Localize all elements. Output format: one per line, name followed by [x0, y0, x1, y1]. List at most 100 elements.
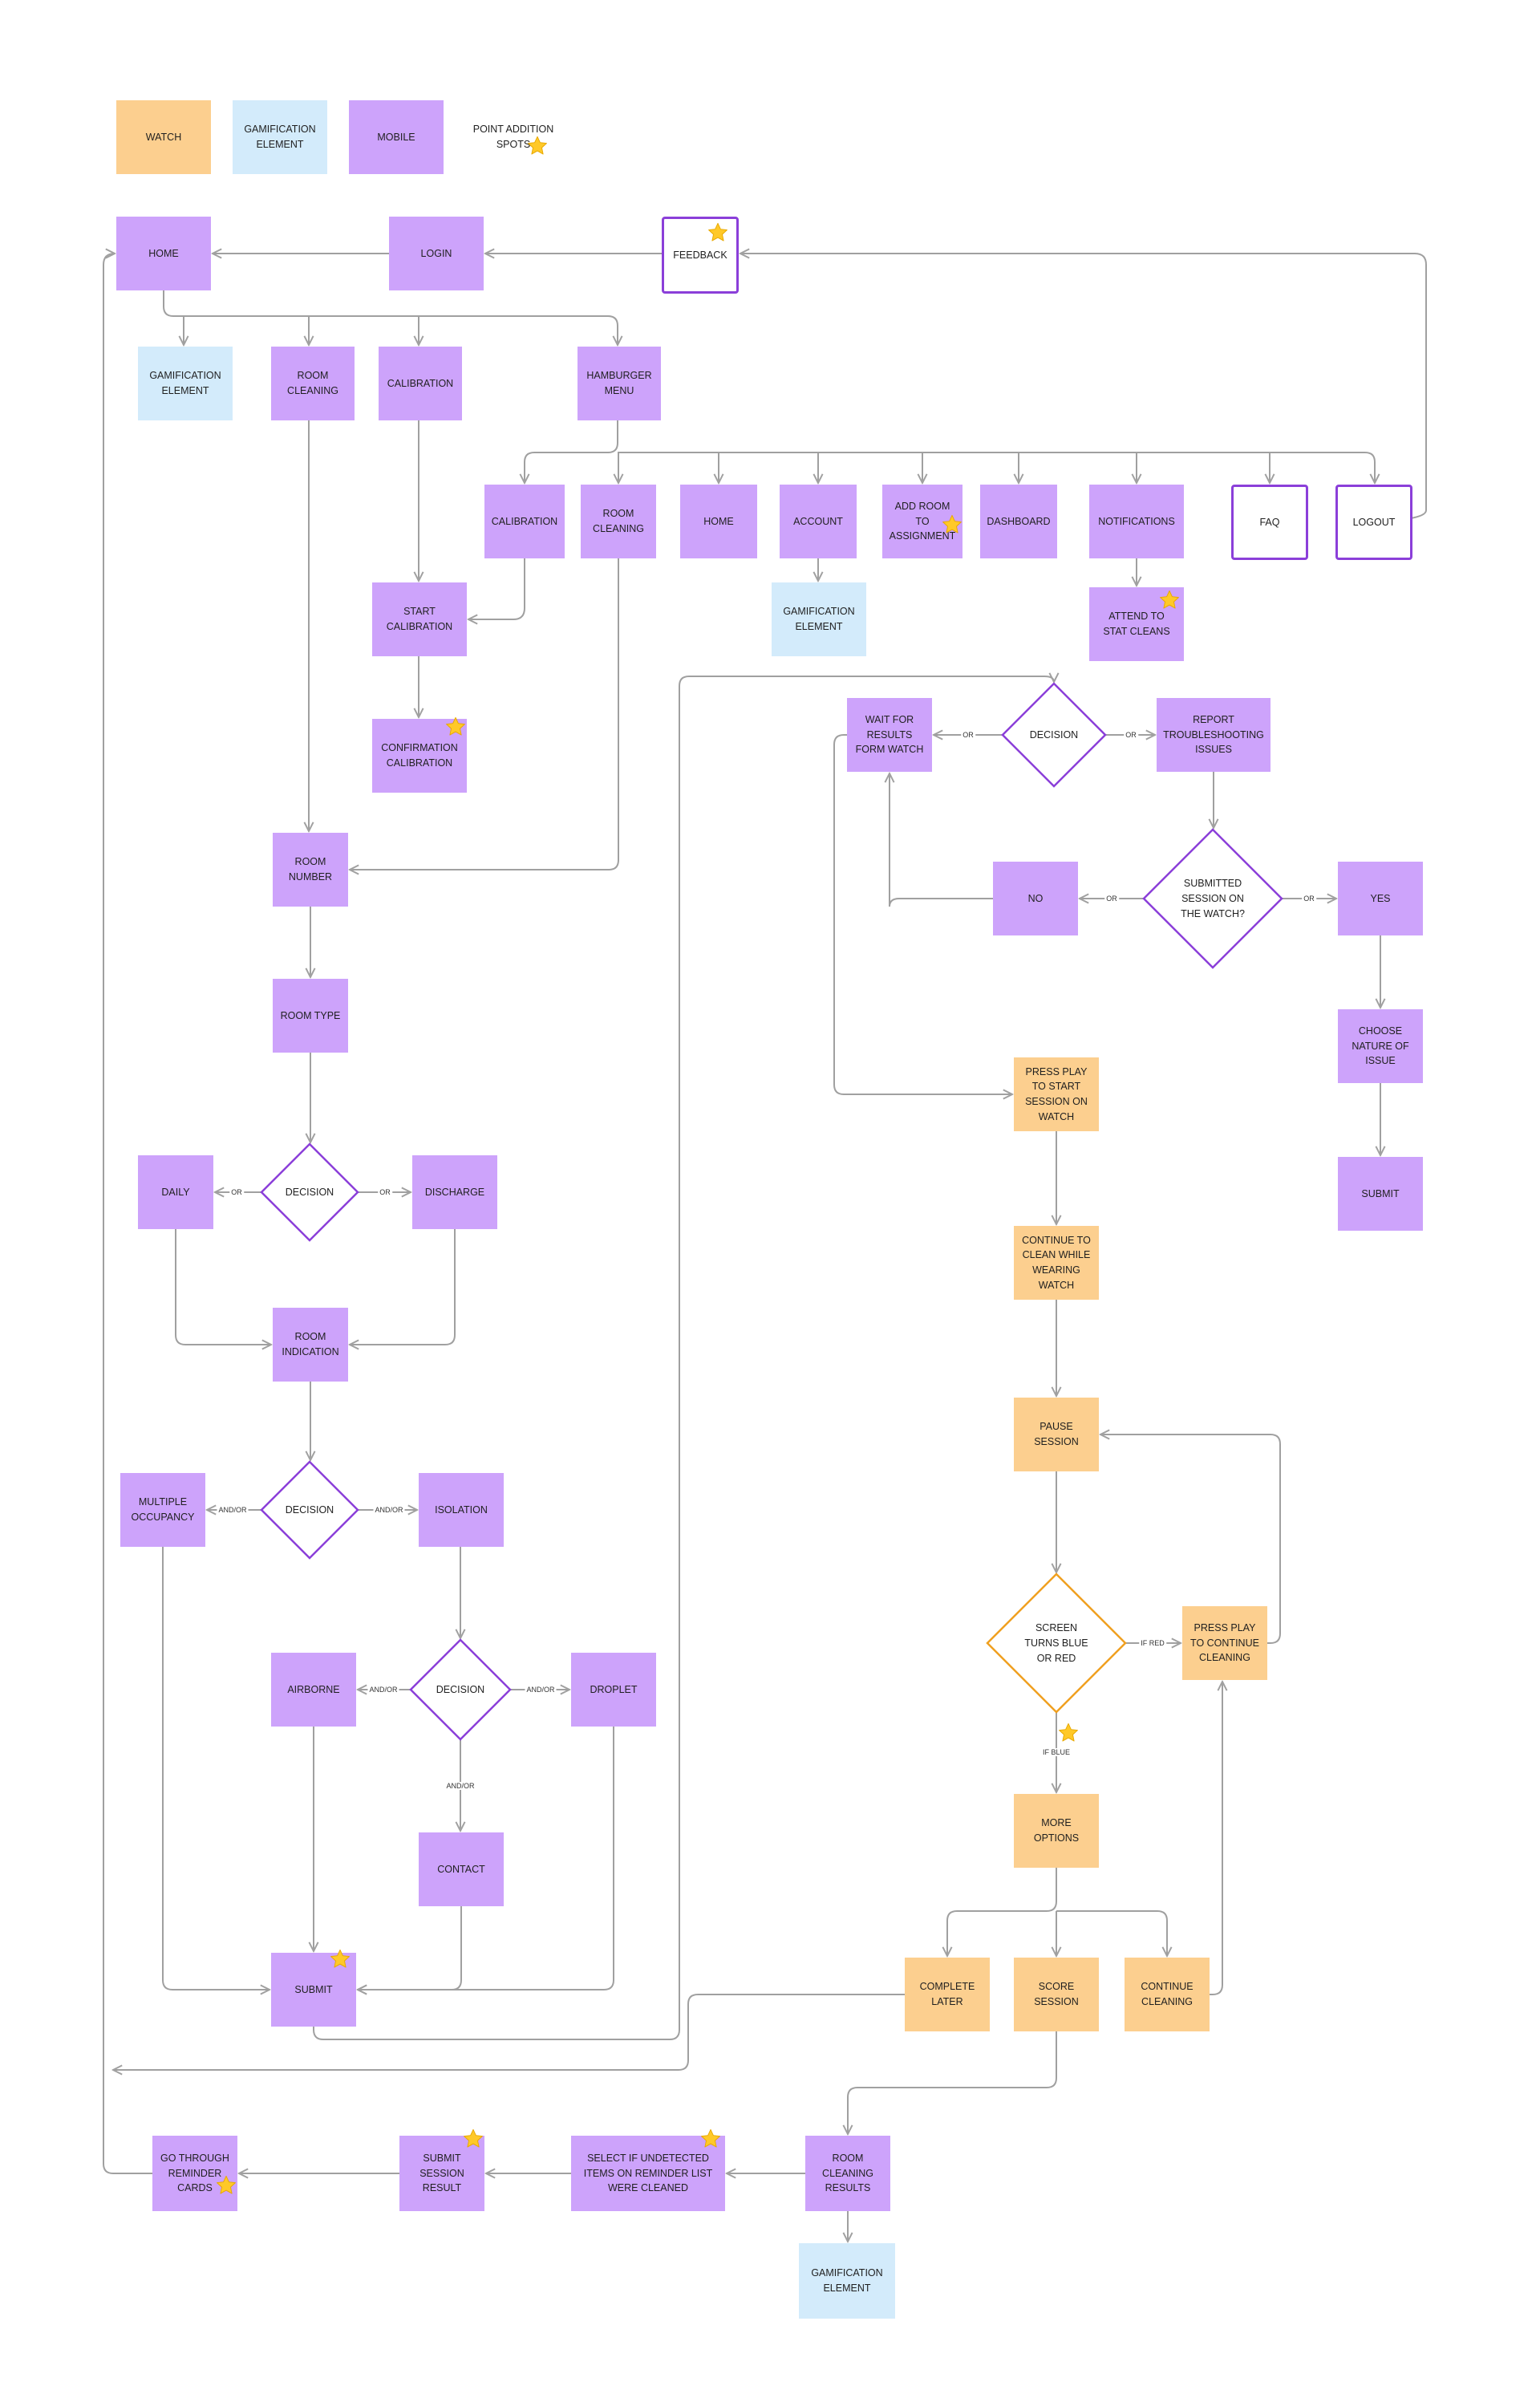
connector-arrow	[618, 452, 1375, 483]
legend-gamification-swatch: GAMIFICATION ELEMENT	[233, 100, 327, 174]
decision-2	[260, 1460, 359, 1560]
connector-arrow	[313, 676, 1054, 2040]
node-discharge: DISCHARGE	[412, 1155, 497, 1229]
node-gamification-2: GAMIFICATION ELEMENT	[772, 582, 866, 656]
edge-label-or: OR	[1104, 895, 1119, 903]
connector-arrow	[833, 734, 1012, 1094]
node-home: HOME	[116, 217, 211, 290]
decision-2-label: DECISION	[286, 1504, 334, 1516]
node-submit-2: SUBMIT	[1338, 1157, 1423, 1231]
node-press-play: PRESS PLAY TO START SESSION ON WATCH	[1014, 1057, 1099, 1131]
edge-label-or: OR	[961, 731, 975, 739]
decision-3	[409, 1638, 512, 1741]
node-gamification-3: GAMIFICATION ELEMENT	[799, 2243, 895, 2319]
node-contact: CONTACT	[419, 1832, 504, 1906]
node-menu-dashboard: DASHBOARD	[980, 485, 1057, 558]
node-continue-clean: CONTINUE TO CLEAN WHILE WEARING WATCH	[1014, 1226, 1099, 1300]
connector-arrow	[525, 420, 618, 483]
node-isolation: ISOLATION	[419, 1473, 504, 1547]
node-gamification-1: GAMIFICATION ELEMENT	[138, 347, 233, 420]
node-menu-calibration: CALIBRATION	[484, 485, 565, 558]
decision-4-label: DECISION	[1030, 729, 1078, 741]
node-wait-results: WAIT FOR RESULTS FORM WATCH	[847, 698, 932, 772]
star-icon	[526, 135, 549, 157]
decision-submitted	[1142, 828, 1283, 969]
connector-arrow	[1100, 1434, 1281, 1644]
connector-arrow	[163, 290, 618, 345]
node-yes: YES	[1338, 862, 1423, 935]
node-menu-account: ACCOUNT	[780, 485, 857, 558]
node-menu-room-cleaning: ROOM CLEANING	[581, 485, 656, 558]
edge-label-if-blue: IF BLUE	[1040, 1748, 1072, 1756]
connector-arrow	[890, 773, 993, 907]
connector-arrow	[1056, 1910, 1167, 1956]
edge-label-andor: AND/OR	[444, 1782, 476, 1790]
node-room-type: ROOM TYPE	[273, 979, 348, 1053]
decision-screen	[986, 1572, 1127, 1714]
decision-4	[1001, 682, 1107, 788]
node-complete-later: COMPLETE LATER	[905, 1958, 990, 2031]
node-login: LOGIN	[389, 217, 484, 290]
star-icon	[941, 513, 963, 536]
edge-label-or: OR	[229, 1188, 244, 1196]
connector-arrow	[358, 1906, 462, 1990]
decision-diamonds: DECISION DECISION DECISION DECISION SUBMITTE…	[260, 682, 1283, 1741]
connector-arrow	[350, 1229, 456, 1345]
connector-arrow	[468, 558, 525, 619]
edge-label-andor: AND/OR	[217, 1506, 249, 1514]
star-icon	[462, 2128, 484, 2150]
connector-arrow	[358, 1727, 614, 1990]
star-icon	[707, 221, 729, 244]
decision-3-label: DECISION	[436, 1684, 484, 1695]
node-pause-session: PAUSE SESSION	[1014, 1398, 1099, 1471]
legend-watch-swatch: WATCH	[116, 100, 211, 174]
edge-label-andor: AND/OR	[525, 1686, 557, 1694]
node-room-indication: ROOM INDICATION	[273, 1308, 348, 1382]
node-score-session: SCORE SESSION	[1014, 1958, 1099, 2031]
edge-label-andor: AND/OR	[373, 1506, 405, 1514]
decision-1	[260, 1142, 359, 1242]
node-choose-nature: CHOOSE NATURE OF ISSUE	[1338, 1009, 1423, 1083]
connector-arrow	[1210, 1682, 1222, 1995]
edge-label-or: OR	[1302, 895, 1316, 903]
node-menu-notifications: NOTIFICATIONS	[1089, 485, 1184, 558]
edge-label-or: OR	[378, 1188, 392, 1196]
node-reminder-cards: GO THROUGH REMINDER CARDS	[152, 2136, 237, 2211]
node-room-cleaning: ROOM CLEANING	[271, 347, 355, 420]
node-menu-home: HOME	[680, 485, 757, 558]
node-daily: DAILY	[138, 1155, 213, 1229]
edge-label-andor: AND/OR	[367, 1686, 399, 1694]
edge-label-if-red: IF RED	[1139, 1639, 1166, 1647]
connectors	[103, 254, 1427, 2242]
edge-label-or: OR	[1124, 731, 1138, 739]
decision-1-label: DECISION	[286, 1187, 334, 1198]
star-icon	[1057, 1722, 1080, 1744]
connector-arrow	[350, 558, 619, 870]
node-select-undetected: SELECT IF UNDETECTED ITEMS ON REMINDER L…	[571, 2136, 725, 2211]
node-submit-session-result: SUBMIT SESSION RESULT	[399, 2136, 484, 2211]
node-continue-cleaning: CONTINUE CLEANING	[1125, 1958, 1210, 2031]
node-press-continue: PRESS PLAY TO CONTINUE CLEANING	[1182, 1606, 1267, 1680]
connector-arrow	[740, 254, 1427, 522]
node-droplet: DROPLET	[571, 1653, 656, 1727]
node-airborne: AIRBORNE	[271, 1653, 356, 1727]
connector-arrow	[162, 1547, 270, 1990]
node-menu-faq: FAQ	[1231, 485, 1308, 560]
node-more-options: MORE OPTIONS	[1014, 1794, 1099, 1868]
node-feedback: FEEDBACK	[662, 217, 739, 294]
connector-arrow	[947, 1868, 1057, 1956]
node-start-calibration: START CALIBRATION	[372, 582, 467, 656]
node-no: NO	[993, 862, 1078, 935]
connector-arrow	[848, 2031, 1057, 2134]
legend-mobile-swatch: MOBILE	[349, 100, 444, 174]
star-icon	[1158, 589, 1181, 611]
node-room-cleaning-results: ROOM CLEANING RESULTS	[805, 2136, 890, 2211]
node-report-troubleshooting: REPORT TROUBLESHOOTING ISSUES	[1157, 698, 1270, 772]
legend-point-addition-label: POINT ADDITION SPOTS	[472, 124, 554, 150]
star-icon	[699, 2128, 722, 2150]
node-room-number: ROOM NUMBER	[273, 833, 348, 907]
star-icon	[444, 716, 467, 738]
